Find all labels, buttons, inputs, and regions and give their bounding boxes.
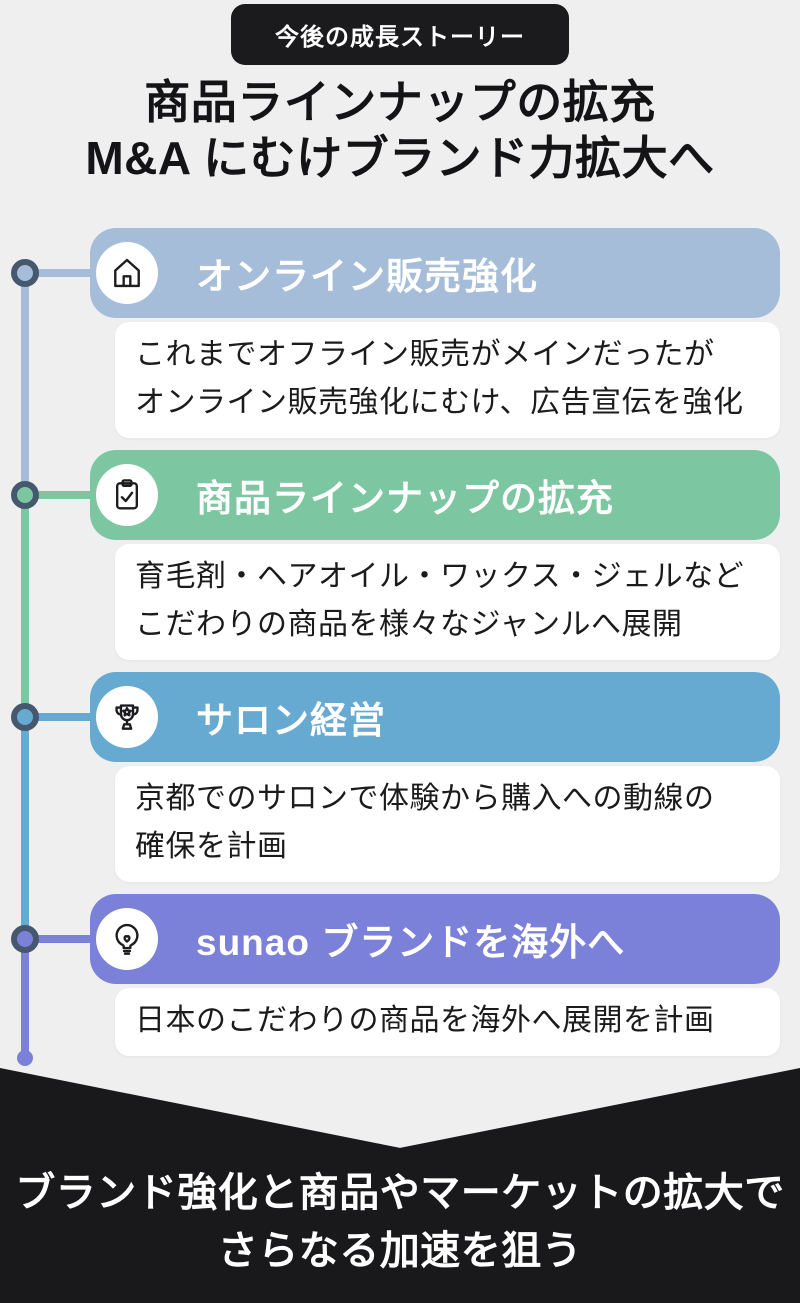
timeline-segment <box>21 495 29 717</box>
step-online-sales: オンライン販売強化 これまでオフライン販売がメインだったが オンライン販売強化に… <box>90 228 780 450</box>
step-title: サロン経営 <box>196 700 386 741</box>
timeline-segment <box>21 273 29 495</box>
step-description-line: オンライン販売強化にむけ、広告宣伝を強化 <box>135 386 744 419</box>
step-description-line: 京都でのサロンで体験から購入への動線の <box>135 782 715 815</box>
timeline-connector <box>25 713 97 721</box>
home-icon <box>114 258 140 288</box>
clipboard-check-icon <box>115 479 139 510</box>
step-icon-circle <box>96 908 158 970</box>
step-description-card: 育毛剤・ヘアオイル・ワックス・ジェルなど こだわりの商品を様々なジャンルへ展開 <box>115 544 780 660</box>
footer-banner: ブランド強化と商品やマーケットの拡大で さらなる加速を狙う <box>0 1068 800 1303</box>
timeline-dot <box>11 481 39 509</box>
step-description-card: これまでオフライン販売がメインだったが オンライン販売強化にむけ、広告宣伝を強化 <box>115 322 780 438</box>
timeline-connector <box>25 491 97 499</box>
step-title: sunao ブランドを海外へ <box>196 922 626 963</box>
timeline-connector <box>25 935 97 943</box>
page-title-line2: M&A にむけブランド力拡大へ <box>85 132 715 185</box>
page-title: 商品ラインナップの拡充 M&A にむけブランド力拡大へ <box>0 74 800 186</box>
step-icon-circle <box>96 242 158 304</box>
trophy-icon <box>115 704 139 730</box>
step-sunao-overseas: sunao ブランドを海外へ 日本のこだわりの商品を海外へ展開を計画 <box>90 894 780 1056</box>
step-header: オンライン販売強化 <box>90 228 780 318</box>
footer-text: ブランド強化と商品やマーケットの拡大で さらなる加速を狙う <box>0 1164 800 1280</box>
timeline-segment <box>21 939 29 1059</box>
step-icon-circle <box>96 464 158 526</box>
step-title: 商品ラインナップの拡充 <box>196 478 614 519</box>
step-header: 商品ラインナップの拡充 <box>90 450 780 540</box>
footer-line2: さらなる加速を狙う <box>217 1229 583 1273</box>
step-description-line: これまでオフライン販売がメインだったが <box>135 338 715 371</box>
growth-steps: オンライン販売強化 これまでオフライン販売がメインだったが オンライン販売強化に… <box>90 228 780 1056</box>
timeline-connector <box>25 269 97 277</box>
step-icon-circle <box>96 686 158 748</box>
lightbulb-icon <box>115 923 139 955</box>
step-description-line: こだわりの商品を様々なジャンルへ展開 <box>135 608 683 641</box>
timeline-segment <box>21 717 29 939</box>
timeline-dot <box>11 259 39 287</box>
timeline-dot <box>11 925 39 953</box>
timeline-dot <box>11 703 39 731</box>
step-header: サロン経営 <box>90 672 780 762</box>
step-salon-management: サロン経営 京都でのサロンで体験から購入への動線の 確保を計画 <box>90 672 780 894</box>
footer-line1: ブランド強化と商品やマーケットの拡大で <box>15 1171 785 1215</box>
step-description-card: 京都でのサロンで体験から購入への動線の 確保を計画 <box>115 766 780 882</box>
step-title: オンライン販売強化 <box>196 256 538 297</box>
step-description-line: 育毛剤・ヘアオイル・ワックス・ジェルなど <box>135 560 745 593</box>
step-description-line: 日本のこだわりの商品を海外へ展開を計画 <box>135 1004 715 1037</box>
step-description-line: 確保を計画 <box>135 830 288 863</box>
step-header: sunao ブランドを海外へ <box>90 894 780 984</box>
step-description-card: 日本のこだわりの商品を海外へ展開を計画 <box>115 988 780 1056</box>
top-badge: 今後の成長ストーリー <box>231 4 569 65</box>
page-title-line1: 商品ラインナップの拡充 <box>144 76 656 128</box>
timeline-end-dot <box>17 1050 33 1066</box>
step-product-lineup: 商品ラインナップの拡充 育毛剤・ヘアオイル・ワックス・ジェルなど こだわりの商品… <box>90 450 780 672</box>
